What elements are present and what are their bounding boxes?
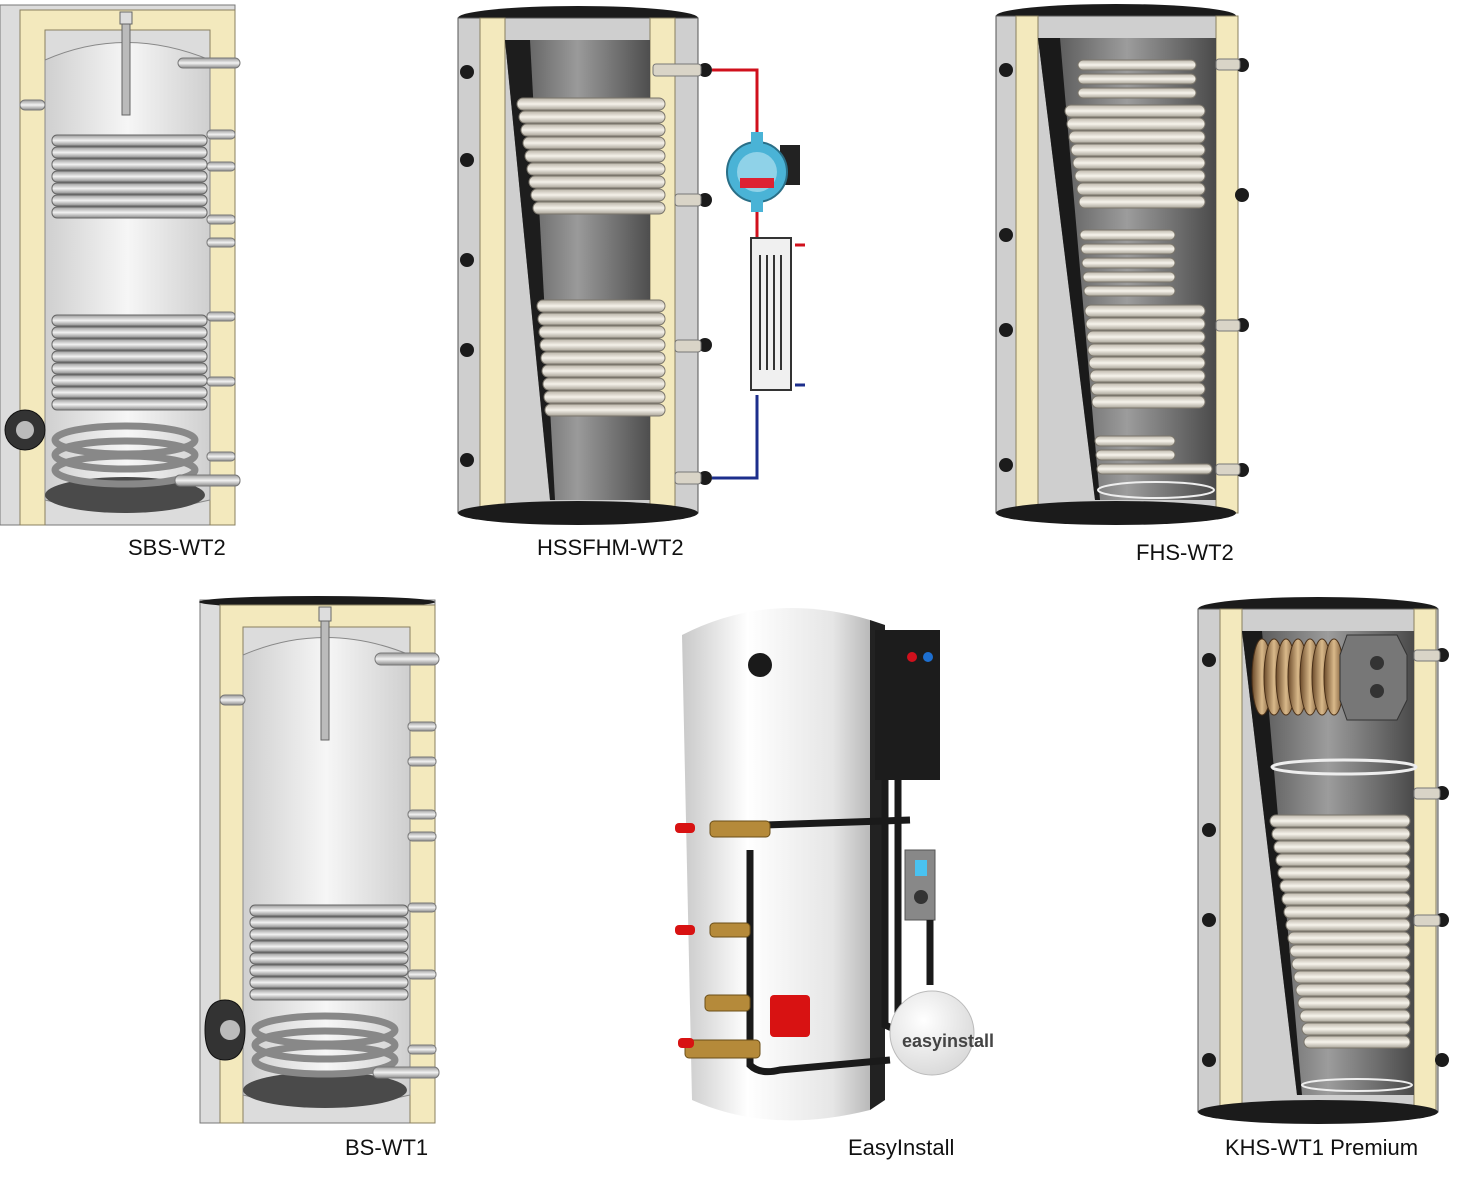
lower-coil — [51, 314, 208, 411]
circulation-pump-icon — [726, 132, 800, 212]
copper-coil — [1251, 638, 1345, 716]
product-label: KHS-WT1 Premium — [1225, 1135, 1419, 1160]
connection-stubs — [174, 129, 241, 487]
product-label: BS-WT1 — [345, 1135, 429, 1160]
coil — [249, 904, 409, 1001]
bs-wt1-cutaway-image — [199, 596, 440, 1124]
product-label: SBS-WT2 — [128, 535, 226, 560]
product-hssfhm-wt2[interactable]: HSSFHM-WT2 — [455, 0, 815, 570]
khs-wt1-premium-cutaway-image — [1197, 597, 1449, 1124]
upper-coil — [51, 134, 208, 219]
cold-pipe — [712, 383, 805, 480]
lower-coil — [536, 299, 666, 417]
sbs-wt2-cutaway-image — [0, 4, 241, 526]
product-label: FHS-WT2 — [1136, 540, 1234, 565]
product-label: EasyInstall — [848, 1135, 955, 1160]
product-bs-wt1[interactable]: BS-WT1 — [195, 595, 465, 1165]
coil — [1269, 814, 1411, 1049]
upper-coil — [516, 97, 666, 215]
brass-fittings — [684, 820, 771, 1059]
product-easyinstall[interactable]: easyinstall EasyInstall — [670, 595, 994, 1165]
easyinstall-logo: easyinstall — [902, 1031, 994, 1051]
product-label: HSSFHM-WT2 — [537, 535, 684, 560]
product-fhs-wt2[interactable]: FHS-WT2 — [990, 0, 1260, 570]
heat-exchanger-icon — [750, 237, 792, 391]
hssfhm-wt2-cutaway-image — [457, 6, 805, 525]
product-sbs-wt2[interactable]: SBS-WT2 — [0, 0, 300, 570]
easyinstall-product-image: easyinstall — [675, 608, 994, 1121]
fhs-wt2-cutaway-image — [995, 4, 1249, 525]
product-khs-wt1-premium[interactable]: KHS-WT1 Premium — [1192, 595, 1462, 1165]
